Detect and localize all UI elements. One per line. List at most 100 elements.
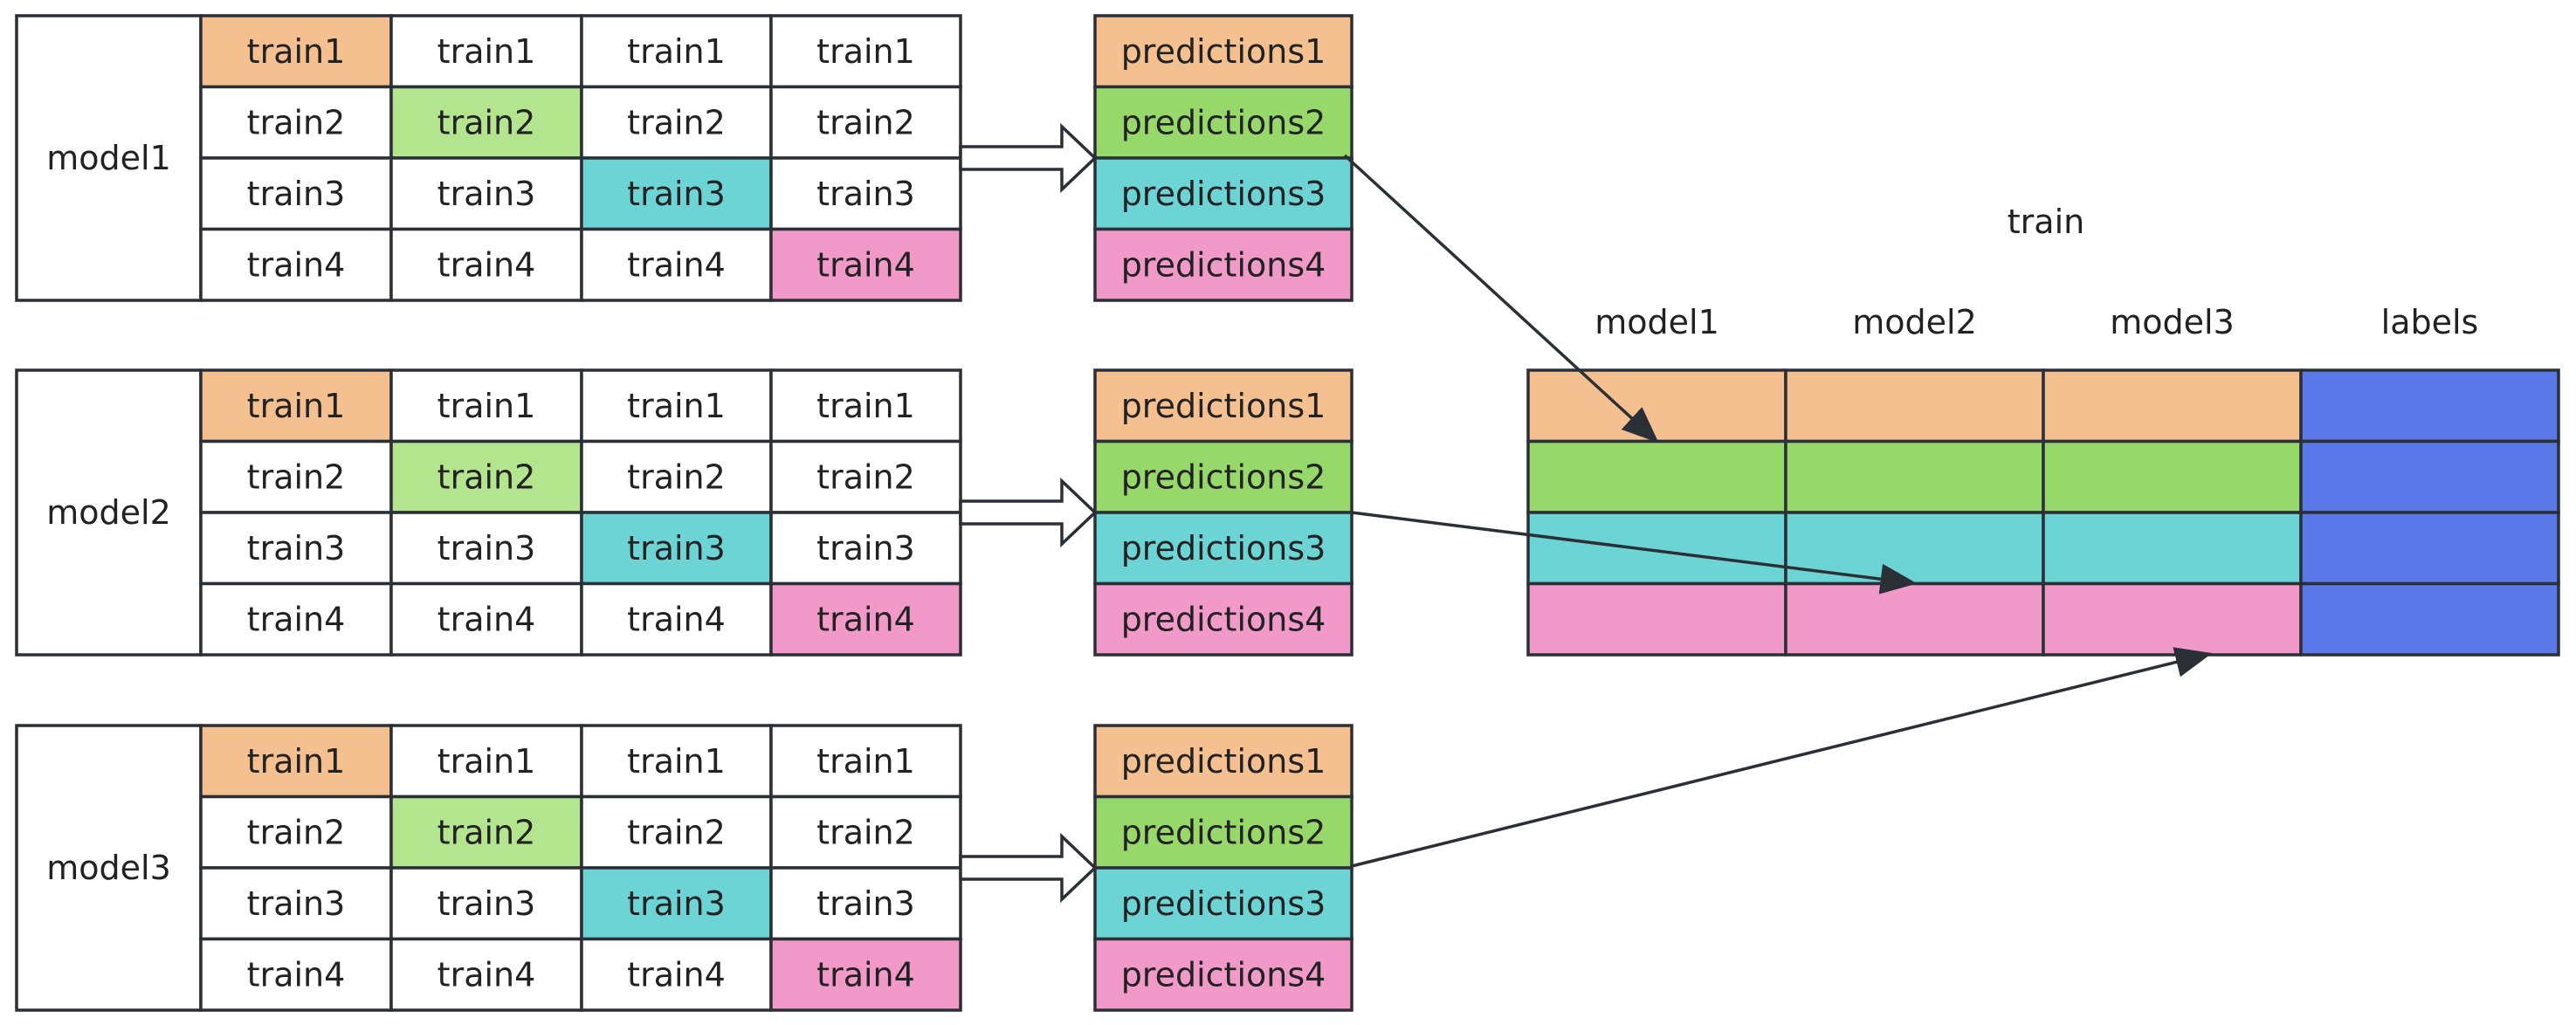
train-fold-cell (580, 724, 773, 799)
prediction-label: predictions4 (1121, 245, 1326, 284)
prediction-label: predictions4 (1121, 955, 1326, 994)
labels-cell (2299, 581, 2560, 657)
train-table-header: model3 (2110, 303, 2235, 341)
block-arrow (959, 122, 1098, 194)
train-table-header: model1 (1595, 303, 1719, 341)
labels-cell (2299, 368, 2560, 444)
fold-cell-label: train4 (437, 600, 536, 638)
fold-cell-label: train2 (816, 103, 915, 141)
fold-cell-label: train4 (247, 955, 346, 994)
train-fold-cell (199, 795, 393, 870)
prediction-label: predictions1 (1121, 742, 1326, 781)
prediction-label: predictions4 (1121, 600, 1326, 638)
prediction-label: predictions2 (1121, 457, 1326, 496)
fold-cell-label: train1 (816, 742, 915, 781)
model-label: model3 (46, 849, 171, 887)
train-fold-cell (199, 581, 393, 657)
fold-cell-label: train1 (247, 742, 346, 781)
fold-cell-label: train4 (627, 245, 726, 284)
fold-cell-label: train3 (247, 175, 346, 213)
fold-cell-label: train3 (437, 884, 536, 923)
fold-cell-label: train4 (627, 955, 726, 994)
fold-cell-label: train2 (437, 103, 536, 141)
fold-cell-label: train2 (816, 457, 915, 496)
train-fold-cell (580, 795, 773, 870)
train-table-cell (2042, 439, 2303, 514)
prediction-label: predictions1 (1121, 387, 1326, 425)
holdout-fold-cell (389, 795, 583, 870)
prediction-label: predictions3 (1121, 884, 1326, 923)
prediction-cell (1093, 937, 1353, 1012)
train-fold-cell (199, 227, 393, 302)
train-fold-cell (199, 937, 393, 1012)
prediction-cell (1093, 156, 1353, 231)
fold-cell-label: train4 (247, 600, 346, 638)
train-table-cell (2042, 368, 2303, 444)
train-fold-cell (389, 724, 583, 799)
train-table-cell (2042, 581, 2303, 657)
fold-cell-label: train2 (437, 813, 536, 851)
fold-cell-label: train2 (247, 103, 346, 141)
fold-cell-label: train1 (437, 387, 536, 425)
train-fold-cell (769, 368, 962, 444)
train-fold-cell (389, 866, 583, 941)
fold-cell-label: train2 (627, 813, 726, 851)
train-table-cell (1526, 368, 1787, 444)
fold-cell-label: train1 (627, 742, 726, 781)
train-table-cell (1784, 368, 2045, 444)
holdout-fold-cell (580, 866, 773, 941)
labels-cell (2299, 439, 2560, 514)
train-fold-cell (769, 795, 962, 870)
fold-cell-label: train2 (627, 457, 726, 496)
fold-cell-label: train2 (437, 457, 536, 496)
fold-cell-label: train3 (816, 175, 915, 213)
fold-cell-label: train2 (247, 813, 346, 851)
train-table-cell (1784, 439, 2045, 514)
holdout-fold-cell (769, 937, 962, 1012)
holdout-fold-cell (199, 14, 393, 89)
train-fold-cell (769, 866, 962, 941)
labels-cell (2299, 511, 2560, 586)
connector-arrow (1343, 154, 1659, 444)
prediction-label: predictions2 (1121, 813, 1326, 851)
prediction-label: predictions1 (1121, 32, 1326, 71)
fold-cell-label: train2 (627, 103, 726, 141)
prediction-cell (1093, 795, 1353, 870)
holdout-fold-cell (580, 156, 773, 231)
train-fold-cell (199, 156, 393, 231)
fold-cell-label: train1 (437, 742, 536, 781)
fold-cell-label: train3 (437, 529, 536, 568)
prediction-label: predictions3 (1121, 175, 1326, 213)
model-label-cell (15, 14, 203, 302)
prediction-cell (1093, 581, 1353, 657)
fold-cell-label: train3 (816, 884, 915, 923)
train-table-title: train (2008, 203, 2084, 241)
train-fold-cell (580, 439, 773, 514)
fold-cell-label: train3 (247, 529, 346, 568)
fold-cell-label: train4 (816, 245, 915, 284)
fold-cell-label: train3 (816, 529, 915, 568)
fold-cell-label: train3 (437, 175, 536, 213)
train-table-cell (1784, 581, 2045, 657)
model-label-cell (15, 368, 203, 657)
fold-cell-label: train4 (437, 955, 536, 994)
fold-cell-label: train3 (627, 175, 726, 213)
fold-cell-label: train4 (437, 245, 536, 284)
train-fold-cell (580, 581, 773, 657)
train-fold-cell (769, 724, 962, 799)
block-arrow (959, 477, 1098, 548)
fold-cell-label: train3 (627, 529, 726, 568)
prediction-cell (1093, 14, 1353, 89)
fold-cell-label: train2 (247, 457, 346, 496)
train-fold-cell (580, 227, 773, 302)
train-fold-cell (389, 581, 583, 657)
train-table-cell (1526, 581, 1787, 657)
connector-arrow (1351, 511, 1918, 595)
train-fold-cell (199, 511, 393, 586)
fold-cell-label: train1 (437, 32, 536, 71)
prediction-label: predictions3 (1121, 529, 1326, 568)
fold-cell-label: train4 (816, 955, 915, 994)
holdout-fold-cell (199, 368, 393, 444)
fold-cell-label: train4 (627, 600, 726, 638)
